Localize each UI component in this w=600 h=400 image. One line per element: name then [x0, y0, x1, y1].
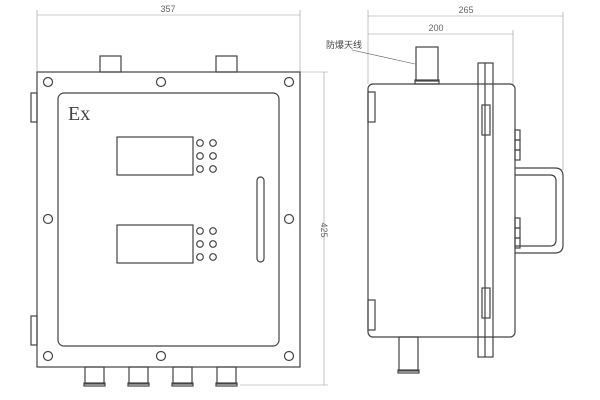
top-gland — [99, 55, 122, 73]
side-view: 265 200 防爆天线 — [326, 5, 564, 374]
body-depth-dim-label: 200 — [428, 23, 443, 33]
height-dim-label: 425 — [319, 222, 329, 237]
depth-dim-label: 265 — [458, 5, 473, 15]
width-dimension: 357 — [36, 4, 301, 72]
bottom-glands — [83, 366, 238, 387]
flange-insert — [481, 104, 491, 136]
antenna-label: 防爆天线 — [326, 39, 362, 50]
hinge-lug — [30, 92, 38, 123]
front-panel — [57, 92, 280, 347]
window-slot — [256, 176, 265, 263]
button-group-2 — [196, 227, 217, 261]
display-2 — [116, 224, 194, 264]
top-gland — [215, 55, 238, 73]
side-lug — [367, 91, 376, 123]
rear-tabs — [514, 129, 521, 249]
width-dim-label: 357 — [160, 4, 175, 14]
side-lug — [367, 299, 376, 331]
depth-dimension: 265 — [367, 5, 564, 170]
body-depth-dimension: 200 — [368, 23, 514, 84]
hinge-lug — [30, 315, 38, 346]
enclosure-body — [36, 71, 301, 368]
bolts — [42, 76, 295, 362]
display-1 — [116, 136, 194, 176]
height-dimension: 425 — [240, 71, 329, 386]
ex-marking: Ex — [68, 103, 90, 125]
antenna — [415, 46, 439, 82]
antenna-leader — [351, 49, 416, 65]
handle — [515, 167, 564, 254]
button-group-1 — [196, 139, 217, 173]
side-body — [367, 83, 516, 338]
front-view: 357 425 Ex — [30, 4, 329, 387]
bottom-pipe — [398, 336, 419, 372]
flange-insert — [481, 287, 491, 319]
